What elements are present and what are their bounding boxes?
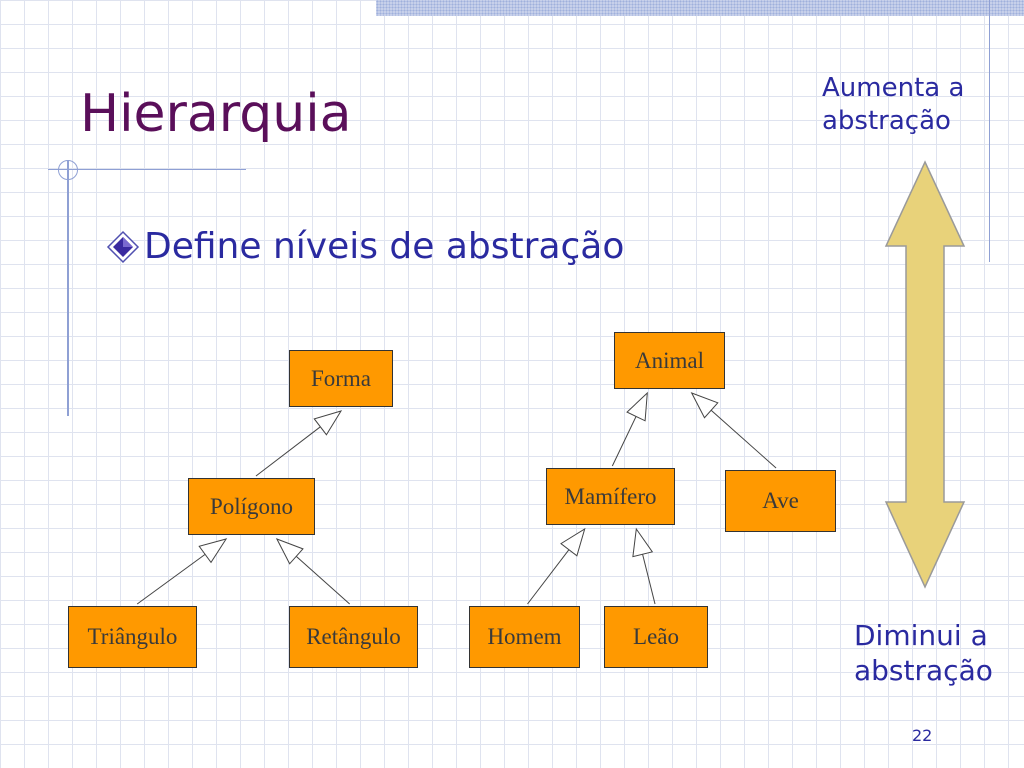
decor-vertical-line-right: [989, 0, 990, 262]
double-arrow-icon: [884, 160, 966, 589]
node-triangulo: Triângulo: [68, 606, 197, 668]
generalization-arrowhead-icon: [560, 527, 586, 557]
edge-line-leao-mamifero: [642, 554, 656, 605]
edge-line-ave-animal: [710, 409, 777, 469]
generalization-arrowhead-icon: [313, 410, 343, 436]
edge-line-poligono-forma: [255, 426, 321, 477]
generalization-arrowhead-icon: [198, 538, 228, 564]
decor-horizontal-line: [48, 169, 246, 170]
decrease-abstraction-label: Diminui a abstração: [854, 619, 993, 687]
page-number: 22: [912, 726, 933, 745]
bullet-item: Define níveis de abstração: [106, 226, 624, 267]
inheritance-edges: [136, 391, 777, 605]
decor-vertical-line-left: [67, 160, 69, 416]
slide-title: Hierarquia: [80, 84, 352, 144]
generalization-arrowhead-icon: [626, 391, 648, 422]
node-leao: Leão: [604, 606, 708, 668]
node-mamifero: Mamífero: [546, 468, 675, 525]
node-animal: Animal: [614, 332, 725, 389]
diamond-bullet-icon: [106, 230, 140, 263]
node-forma: Forma: [289, 350, 393, 407]
generalization-arrowhead-icon: [632, 527, 654, 558]
edge-line-mamifero-animal: [611, 416, 637, 467]
edge-line-triangulo-poligono: [136, 553, 206, 605]
edge-line-retangulo-poligono: [295, 555, 351, 605]
bullet-text: Define níveis de abstração: [144, 226, 625, 267]
top-decor-band: [376, 0, 1024, 16]
generalization-arrowhead-icon: [275, 538, 304, 565]
node-poligono: Polígono: [188, 478, 315, 535]
node-retangulo: Retângulo: [289, 606, 418, 668]
edge-line-homem-mamifero: [527, 549, 570, 605]
decor-circle: [58, 160, 78, 180]
increase-abstraction-label: Aumenta a abstração: [822, 73, 965, 136]
generalization-arrowhead-icon: [690, 392, 719, 419]
node-homem: Homem: [469, 606, 580, 668]
node-ave: Ave: [725, 470, 836, 532]
